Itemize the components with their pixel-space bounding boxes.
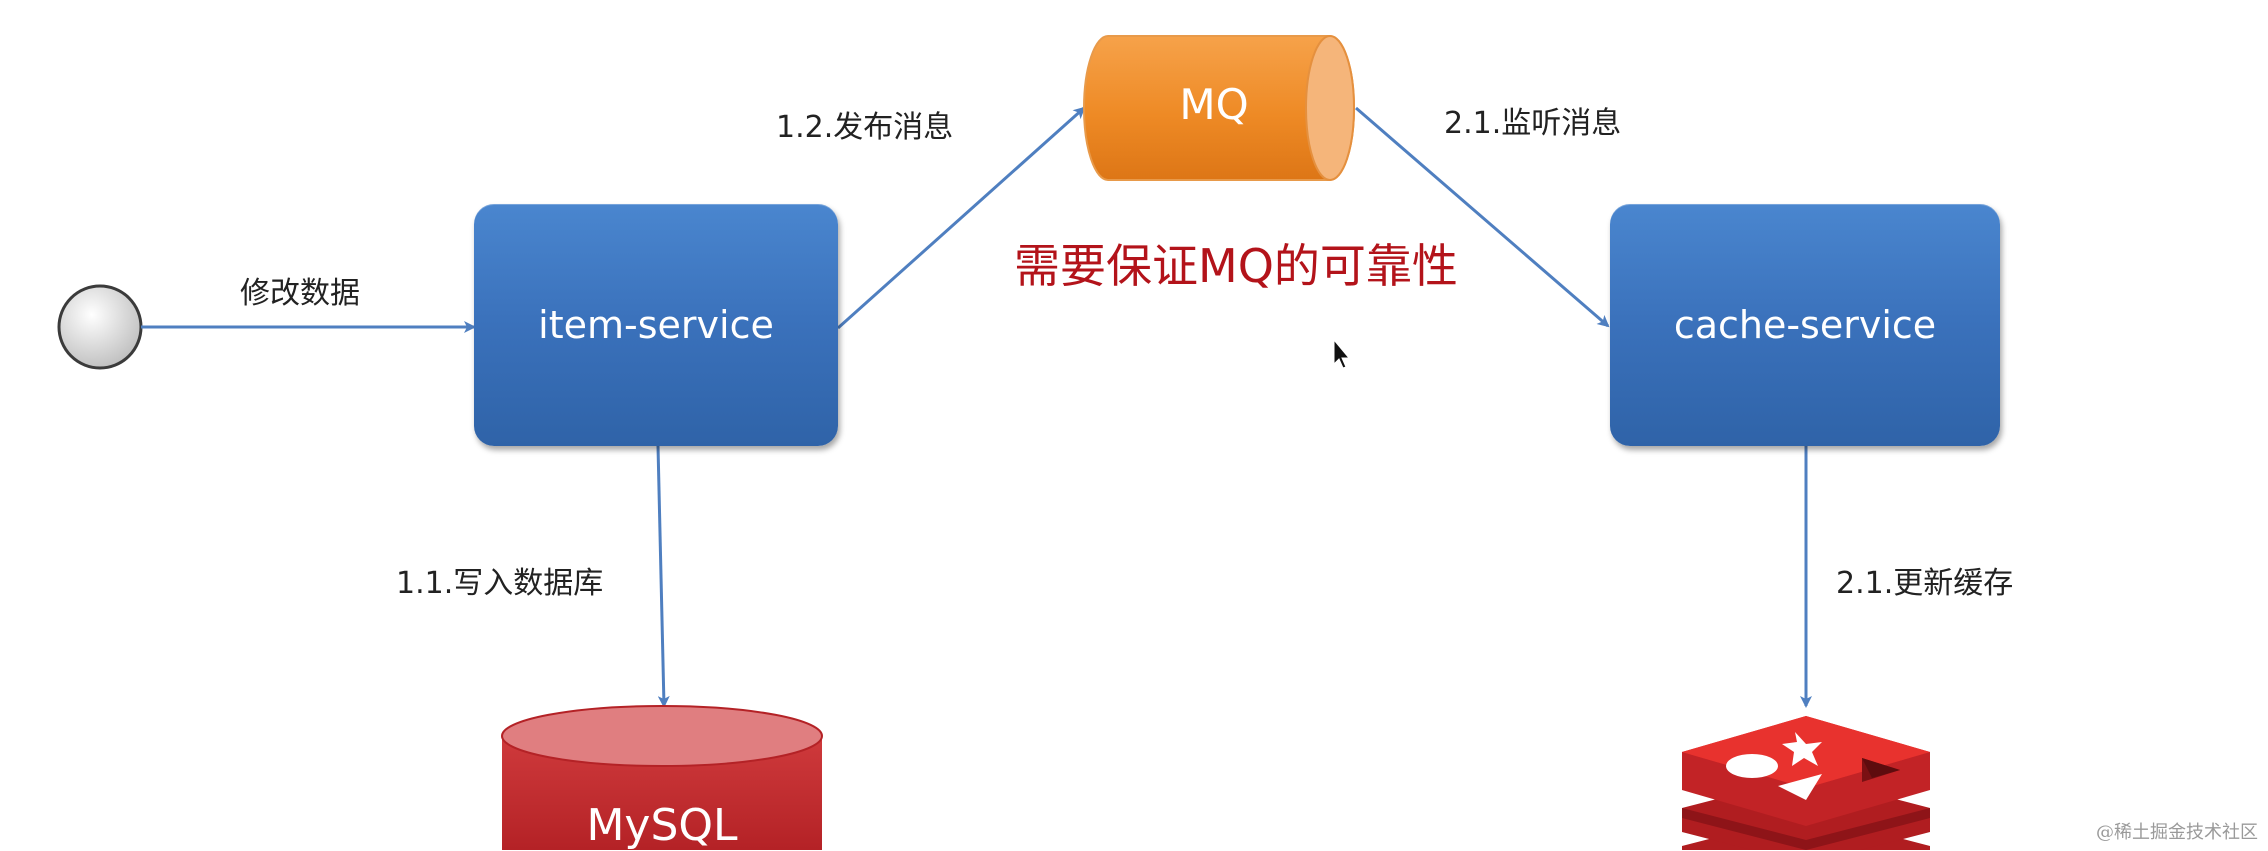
cache-service-label: cache-service	[1673, 303, 1937, 347]
mysql-label: MySQL	[586, 800, 738, 851]
mouse-cursor-icon	[1333, 338, 1351, 369]
item-service-label: item-service	[538, 303, 774, 347]
edge-label-publish-message: 1.2.发布消息	[776, 110, 954, 145]
watermark: @稀土掘金技术社区	[2096, 822, 2258, 843]
edge-label-listen-message: 2.1.监听消息	[1444, 106, 1622, 141]
cache-service-node: cache-service	[1610, 204, 2000, 446]
redis-logo-icon	[1682, 716, 1930, 850]
mq-label: MQ	[1179, 80, 1249, 129]
arrow-listen-message	[1355, 106, 1610, 328]
arrow-write-db	[656, 445, 670, 708]
edge-label-modify-data: 修改数据	[240, 276, 360, 311]
mq-cylinder-icon	[1083, 35, 1355, 181]
arrow-publish-message	[837, 106, 1086, 330]
item-service-node: item-service	[474, 204, 838, 446]
start-circle-icon	[57, 284, 143, 370]
reliability-annotation: 需要保证MQ的可靠性	[1014, 239, 1458, 293]
edge-label-write-db: 1.1.写入数据库	[396, 566, 604, 601]
edge-label-update-cache: 2.1.更新缓存	[1836, 566, 2014, 601]
mysql-database-icon	[501, 705, 823, 850]
